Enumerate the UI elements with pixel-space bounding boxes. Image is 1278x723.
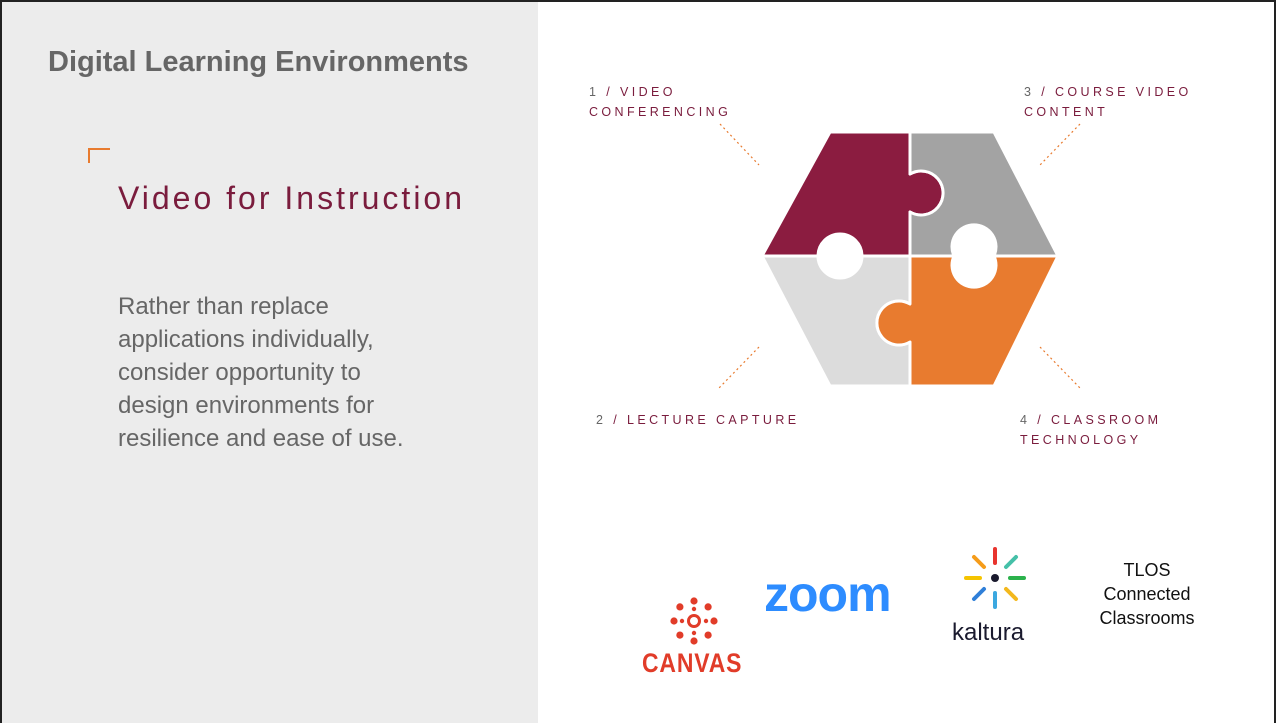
zoom-logo-text: zoom xyxy=(764,566,892,622)
canvas-logo-text: CANVAS xyxy=(642,648,743,678)
label-classroom-technology: 4 / CLASSROOM TECHNOLOGY xyxy=(1020,410,1161,450)
section-subtitle: Video for Instruction xyxy=(118,180,466,216)
label-text-line2: TECHNOLOGY xyxy=(1020,433,1142,447)
left-panel: Digital Learning Environments Video for … xyxy=(2,2,538,723)
body-text: Rather than replace applications individ… xyxy=(118,293,404,452)
canvas-logo-icon xyxy=(670,597,718,645)
label-number: 4 xyxy=(1020,413,1031,427)
label-number: 1 xyxy=(589,85,600,99)
tlos-connected-classrooms: TLOS Connected Classrooms xyxy=(1082,558,1212,630)
label-text-line1: / COURSE VIDEO xyxy=(1041,85,1192,99)
slide-title: Digital Learning Environments xyxy=(48,46,469,78)
label-text-line1: / CLASSROOM xyxy=(1037,413,1162,427)
corner-accent-mark xyxy=(88,148,110,163)
kaltura-logo-icon xyxy=(964,547,1026,609)
hexagon-puzzle-graphic xyxy=(760,130,1060,388)
tlos-line: Connected xyxy=(1103,584,1191,604)
tlos-line: Classrooms xyxy=(1099,608,1195,628)
label-number: 2 xyxy=(596,413,607,427)
label-lecture-capture: 2 / LECTURE CAPTURE xyxy=(596,410,800,430)
label-text-line2: CONFERENCING xyxy=(589,105,732,119)
label-text-line2: CONTENT xyxy=(1024,105,1109,119)
label-course-video-content: 3 / COURSE VIDEO CONTENT xyxy=(1024,82,1192,122)
label-text-line1: / VIDEO xyxy=(606,85,676,99)
label-number: 3 xyxy=(1024,85,1035,99)
label-text-line1: / LECTURE CAPTURE xyxy=(613,413,800,427)
kaltura-logo-text: kaltura xyxy=(952,619,1025,646)
label-video-conferencing: 1 / VIDEO CONFERENCING xyxy=(589,82,731,122)
puzzle-piece-classroom-technology xyxy=(875,254,1060,388)
tlos-line: TLOS xyxy=(1123,560,1171,580)
